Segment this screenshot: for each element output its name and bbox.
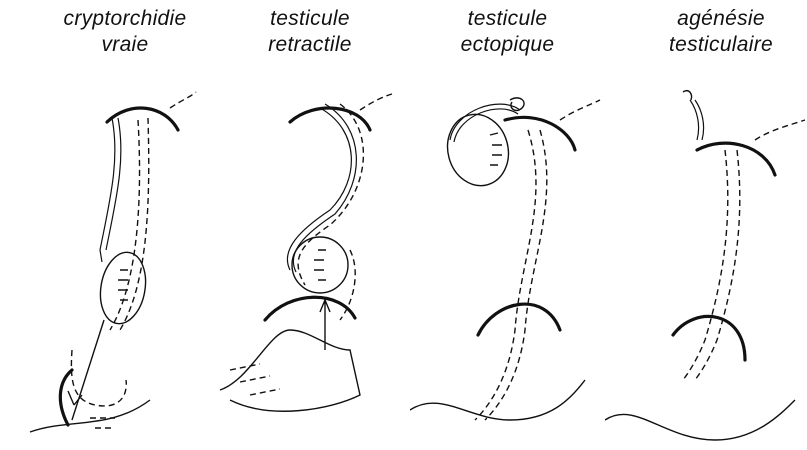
panel-testicule-retractile: testicule retractile (210, 0, 410, 450)
panel-agenesie-testiculaire: agénésie testiculaire (605, 0, 807, 450)
ectopique-illustration (410, 0, 605, 450)
agenesie-illustration (605, 0, 807, 450)
retractile-illustration (210, 0, 410, 450)
panel-testicule-ectopique: testicule ectopique (410, 0, 605, 450)
cryptorchidie-illustration (0, 0, 210, 450)
panel-cryptorchidie-vraie: cryptorchidie vraie (0, 0, 210, 450)
